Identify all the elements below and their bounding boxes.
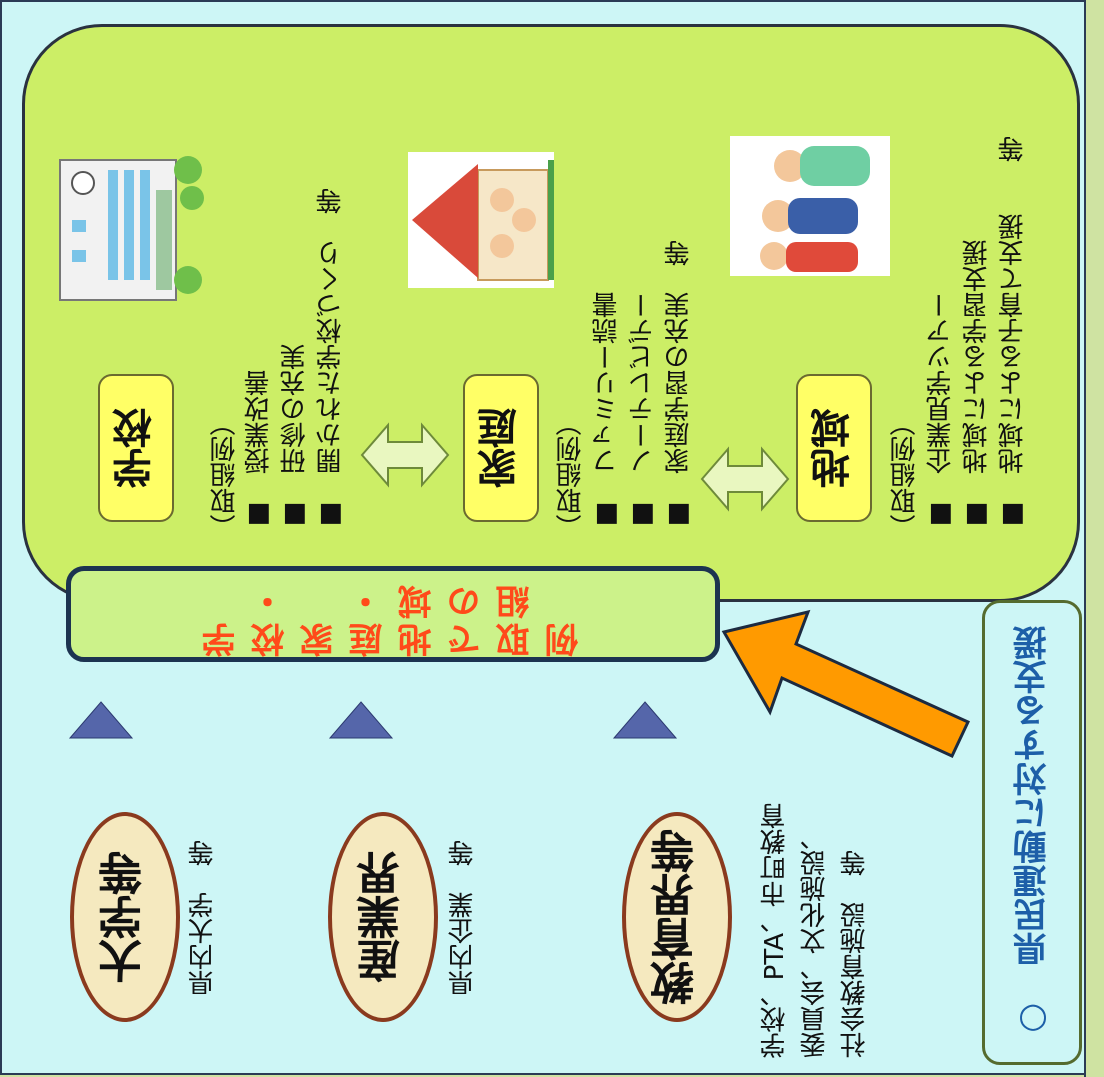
list-item: ■ 企業見学ツアー [926,292,956,530]
community-items: ■ 企業見学ツアー ■ 地域による学習支援 ■ 地域による子育て支援 等 [926,124,1028,530]
community-example-label: （取組例） [890,410,920,540]
list-item: ■ 地域による学習支援 [962,240,992,530]
community-people-icon [730,136,890,276]
list-item: ■ 地域による子育て支援 等 [998,136,1028,530]
home-example-label: （取組例） [556,410,586,540]
list-item: ■ 研修の充実 [280,344,310,530]
support-arrow-icon [721,609,971,758]
banner-text: 学校・家庭・地域での取組例 [202,581,585,657]
activities-banner: 学校・家庭・地域での取組例 [66,566,720,662]
partner-education-desc: 学校、PTA、市町教育 委員会、文化施設、 社会教育施設 等 [760,740,870,1058]
school-building-icon [59,156,204,301]
triangle-up-icon [68,701,134,739]
triangle-up-icon [612,701,678,739]
prefecture-support-box: ○ 県民運動に対する支援 [982,600,1082,1065]
list-item: ■ 開かれた学校づくり 等 [316,188,346,530]
double-arrow-icon [700,446,790,512]
home-label: 家庭 [463,374,539,522]
double-arrow-icon [360,422,450,488]
community-label: 地域 [796,374,872,522]
triangle-up-icon [328,701,394,739]
partner-industry: 産業界 [328,812,438,1022]
list-item: ■ ノーテレビデー [628,292,658,530]
partner-industry-desc: 県内企業 等 [448,840,478,996]
school-label: 学校 [98,374,174,522]
list-item: ■ 家庭学習の充実 等 [664,240,694,530]
school-items: ■ 授業改善 ■ 研修の充実 ■ 開かれた学校づくり 等 [244,160,346,530]
partner-university-desc: 県内大学 等 [188,840,218,996]
list-item: ■ ファミリー読書 [592,292,622,530]
partner-education: 教育界等 [622,812,732,1022]
desc-line: 学校、PTA、市町教育 [760,802,790,1058]
activities-panel [22,24,1080,602]
partner-university: 大学等 [70,812,180,1022]
desc-line: 社会教育施設 等 [840,850,870,1058]
right-rail [1084,0,1104,1077]
desc-line: 委員会、文化施設、 [800,824,830,1058]
home-items: ■ ファミリー読書 ■ ノーテレビデー ■ 家庭学習の充実 等 [592,190,694,530]
family-house-icon [408,152,554,288]
school-example-label: （取組例） [210,410,240,540]
list-item: ■ 授業改善 [244,370,274,530]
